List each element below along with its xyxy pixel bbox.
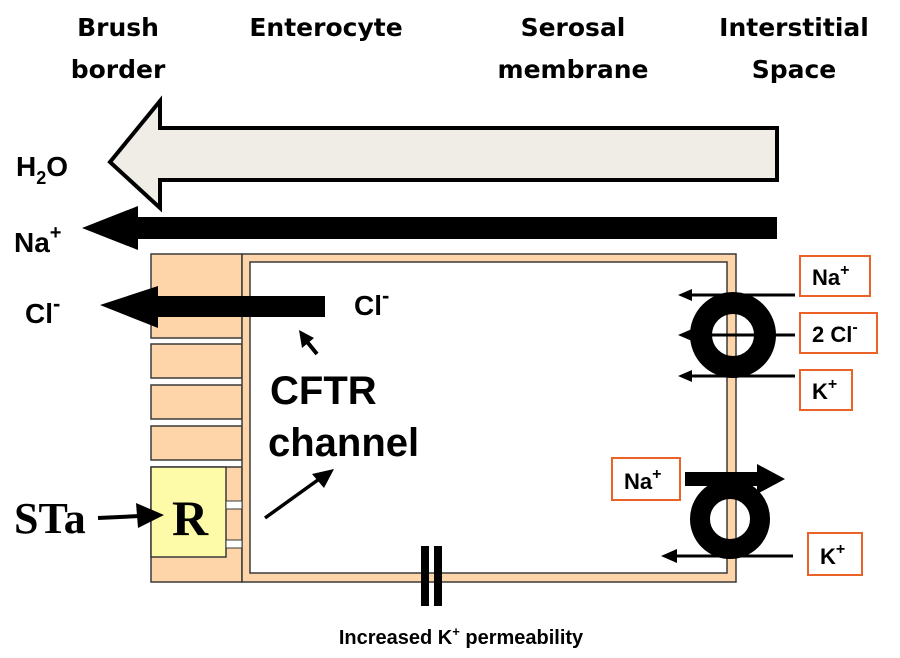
receptor-gap xyxy=(225,500,243,510)
sta-binding-arrow xyxy=(97,503,164,528)
receptor-gap xyxy=(225,539,243,549)
microvillus xyxy=(150,343,243,379)
cotransporter-k-label: K+ xyxy=(812,376,837,404)
pump-na-label: Na+ xyxy=(624,466,661,494)
pump-k-label: K+ xyxy=(820,541,845,569)
nkcc1-cotransporter: Na+ 2 Cl- K+ xyxy=(678,255,878,411)
pump-na-box xyxy=(611,457,681,501)
cotransporter-k-box xyxy=(799,369,853,411)
header-enterocyte: Enterocyte xyxy=(249,13,402,42)
k-channel-bar-right xyxy=(434,546,442,606)
k-permeability-label: Increased K+ permeability xyxy=(339,624,584,649)
cftr-pointer-arrow xyxy=(299,330,319,356)
cftr-label-line1: CFTR xyxy=(270,369,377,413)
microvillus xyxy=(150,425,243,461)
water-flow-arrow xyxy=(107,95,779,213)
header-serosal-membrane-line2: membrane xyxy=(498,55,649,84)
header-interstitial-space-line2: Space xyxy=(752,55,837,84)
sodium-label: Na+ xyxy=(14,222,61,258)
microvillus xyxy=(150,384,243,420)
water-label: H2O xyxy=(16,151,68,188)
signaling-arrow xyxy=(263,469,334,520)
header-enterocyte-line1: Enterocyte xyxy=(249,13,402,42)
pump-ring xyxy=(690,479,770,559)
header-interstitial-space: Interstitial Space xyxy=(719,13,869,84)
header-brush-border-line2: border xyxy=(71,55,166,84)
na-k-atpase-pump: Na+ K+ xyxy=(611,457,863,576)
cotransporter-na-box xyxy=(799,255,871,297)
cftr-label-line2: channel xyxy=(268,421,419,465)
sodium-flow-arrow xyxy=(82,206,777,250)
header-serosal-membrane: Serosal membrane xyxy=(498,13,649,84)
pump-na-out-arrow xyxy=(685,464,785,494)
header-serosal-membrane-line1: Serosal xyxy=(521,13,626,42)
sta-toxin-label: STa xyxy=(14,494,86,543)
potassium-channel xyxy=(421,546,442,606)
cotransporter-na-label: Na+ xyxy=(812,262,849,290)
cytoplasm xyxy=(249,261,728,574)
header-brush-border-line1: Brush xyxy=(77,13,159,42)
guanylate-cyclase-receptor: R xyxy=(150,466,243,558)
header-interstitial-space-line1: Interstitial xyxy=(719,13,869,42)
header-brush-border: Brush border xyxy=(71,13,166,84)
chloride-in-label: Cl- xyxy=(354,283,389,321)
cotransporter-cl-box xyxy=(799,312,878,354)
pump-k-box xyxy=(807,532,863,576)
chloride-out-label: Cl- xyxy=(25,291,60,329)
cotransporter-cl-label: 2 Cl- xyxy=(812,319,858,347)
receptor-label: R xyxy=(172,490,209,546)
k-channel-bar-left xyxy=(421,546,429,606)
chloride-secretion-arrow xyxy=(100,286,325,328)
